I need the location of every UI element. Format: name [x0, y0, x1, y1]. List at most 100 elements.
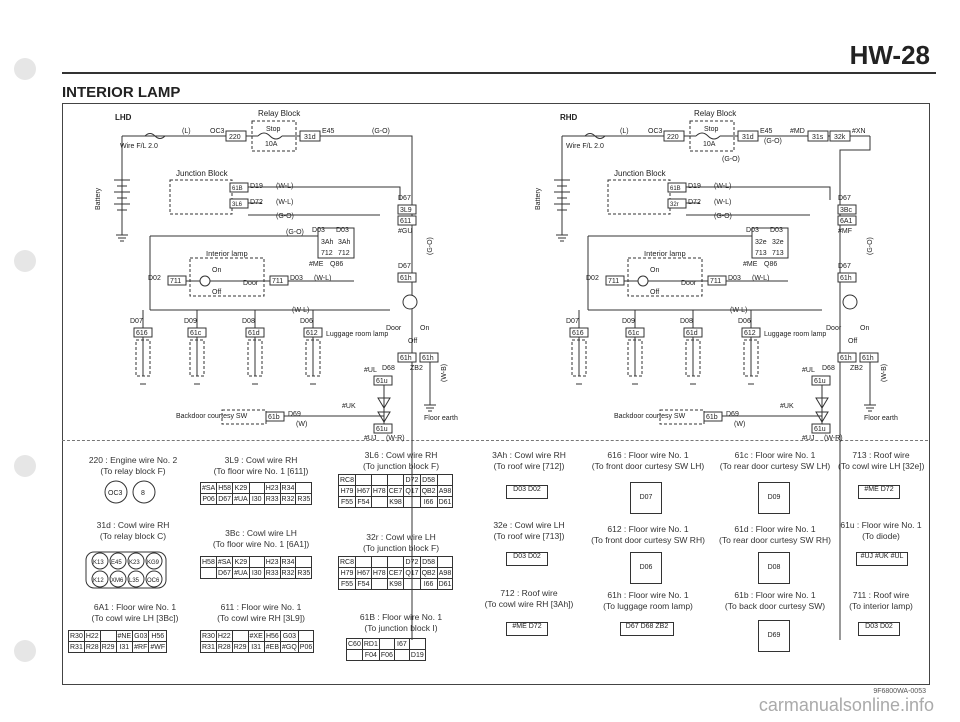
connector-61h-caption: 61h : Floor wire No. 1(To luggage room l… [603, 590, 693, 611]
svg-text:#UL: #UL [364, 367, 377, 374]
connector-61b2-face: D69 [758, 620, 790, 652]
svg-text:D02: D02 [586, 275, 599, 282]
rhd-circuit: RHD Relay Block Stop 10A (L) Wire F/L 2.… [535, 109, 898, 640]
svg-text:611: 611 [400, 218, 411, 225]
svg-text:D08: D08 [242, 318, 255, 325]
svg-text:Stop: Stop [266, 126, 281, 133]
watermark: carmanualsonline.info [758, 695, 934, 715]
svg-text:61h: 61h [862, 355, 874, 362]
svg-text:D06: D06 [738, 318, 751, 325]
svg-text:Backdoor courtesy SW: Backdoor courtesy SW [614, 413, 686, 420]
connector-616-face: D07 [630, 482, 662, 514]
lhd-courtesy-switches: D07 616 D09 61c D08 61d D06 612 [130, 310, 323, 385]
svg-text:D68: D68 [382, 365, 395, 372]
svg-text:61h: 61h [422, 355, 434, 362]
connector-3l9-caption: 3L9 : Cowl wire RH(To floor wire No. 1 [… [213, 455, 309, 476]
connector-711-caption: 711 : Roof wire(To interior lamp) [849, 590, 913, 611]
binder-hole [14, 640, 36, 662]
svg-text:612: 612 [306, 330, 318, 337]
lhd-circuit: LHD Relay Block Stop 10A (L) Wire F/L 2.… [95, 109, 458, 640]
svg-text:Off: Off [848, 338, 857, 345]
connector-612-caption: 612 : Floor wire No. 1(To front door cur… [591, 524, 705, 545]
section-title: INTERIOR LAMP [62, 84, 181, 101]
connector-713-caption: 713 : Roof wire(To cowl wire LH [32e]) [838, 450, 925, 471]
lhd-relay-block-label: Relay Block [258, 109, 301, 118]
svg-text:32r: 32r [670, 202, 679, 208]
svg-text:#UJ: #UJ [802, 435, 814, 442]
header-rule [62, 72, 936, 74]
svg-text:Wire F/L 2.0: Wire F/L 2.0 [566, 143, 604, 150]
lhd-lamp-bulb [199, 275, 211, 287]
svg-text:E45: E45 [322, 128, 335, 135]
page-code: HW-28 [849, 40, 930, 70]
svg-text:#UK: #UK [342, 403, 356, 410]
svg-text:220: 220 [667, 134, 679, 141]
svg-text:Door: Door [681, 280, 697, 287]
svg-text:On: On [420, 325, 429, 332]
connector-611-caption: 611 : Floor wire No. 1(To cowl wire RH [… [217, 602, 305, 623]
connector-61c-face: D09 [758, 482, 790, 514]
svg-text:Floor earth: Floor earth [424, 415, 458, 422]
svg-text:D03: D03 [336, 227, 349, 234]
svg-text:Battery: Battery [535, 187, 542, 210]
svg-text:Junction Block: Junction Block [176, 169, 229, 178]
svg-text:D02: D02 [148, 275, 161, 282]
svg-text:D69: D69 [288, 411, 301, 418]
svg-text:711: 711 [170, 278, 181, 285]
svg-text:D09: D09 [622, 318, 635, 325]
svg-text:D03: D03 [290, 275, 303, 282]
svg-text:(W-B): (W-B) [881, 364, 888, 382]
svg-text:D07: D07 [130, 318, 143, 325]
connector-712-caption: 712 : Roof wire(To cowl wire RH [3Ah]) [484, 588, 574, 609]
svg-text:D06: D06 [300, 318, 313, 325]
svg-text:61B: 61B [670, 186, 681, 192]
lhd-label: LHD [115, 113, 132, 122]
svg-text:61B: 61B [232, 186, 243, 192]
svg-text:D67: D67 [838, 195, 851, 202]
svg-text:712: 712 [338, 250, 350, 257]
svg-text:D03: D03 [312, 227, 325, 234]
svg-text:61h: 61h [840, 275, 852, 282]
svg-text:61h: 61h [400, 355, 412, 362]
svg-text:31s: 31s [812, 134, 824, 141]
svg-text:#UJ: #UJ [364, 435, 376, 442]
connector-3bc-caption: 3Bc : Cowl wire LH(To floor wire No. 1 [… [212, 528, 310, 549]
svg-text:OC3: OC3 [648, 128, 663, 135]
svg-text:D67: D67 [398, 263, 411, 270]
svg-text:32e: 32e [755, 239, 767, 246]
svg-text:On: On [212, 267, 221, 274]
svg-text:Interior lamp: Interior lamp [644, 249, 686, 258]
svg-text:(G-O): (G-O) [867, 237, 874, 255]
svg-text:#MD: #MD [790, 128, 805, 135]
svg-text:32e: 32e [772, 239, 784, 246]
svg-text:(G-O): (G-O) [714, 213, 732, 220]
svg-text:61d: 61d [686, 330, 698, 337]
connector-61u-face: #UJ #UK #UL [856, 552, 908, 566]
svg-text:3Ah: 3Ah [321, 239, 334, 246]
svg-text:31d: 31d [304, 134, 316, 141]
svg-text:RHD: RHD [560, 113, 578, 122]
svg-text:616: 616 [136, 330, 148, 337]
binder-hole [14, 58, 36, 80]
svg-text:Door: Door [243, 280, 259, 287]
lhd-fuse-symbol [257, 132, 283, 140]
svg-text:Off: Off [650, 289, 659, 296]
connector-61d-caption: 61d : Floor wire No. 1(To rear door curt… [719, 524, 831, 545]
svg-text:(L): (L) [182, 128, 191, 135]
svg-text:612: 612 [744, 330, 756, 337]
svg-text:(W): (W) [734, 421, 745, 428]
figure-code: 9F6800WA-0053 [873, 688, 926, 695]
svg-text:(W-R): (W-R) [824, 435, 843, 442]
svg-text:(G-O): (G-O) [722, 156, 740, 163]
lhd-luggage-lamp-bulb [402, 294, 418, 310]
svg-text:220: 220 [229, 134, 241, 141]
svg-text:D03: D03 [728, 275, 741, 282]
svg-text:#ME: #ME [743, 261, 758, 268]
svg-text:(W): (W) [296, 421, 307, 428]
svg-text:D08: D08 [680, 318, 693, 325]
svg-text:D67: D67 [838, 263, 851, 270]
svg-text:711: 711 [710, 278, 721, 285]
